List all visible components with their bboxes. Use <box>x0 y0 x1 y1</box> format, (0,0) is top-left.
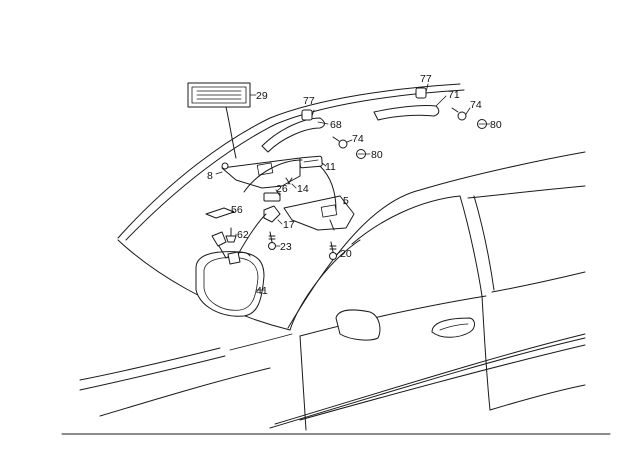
sun-visor-left <box>221 157 301 189</box>
screw-23 <box>268 231 276 250</box>
callout-41: 41 <box>256 285 268 297</box>
grab-handle-right <box>373 105 440 121</box>
rear-view-mirror <box>195 213 267 317</box>
callout-80-left: 80 <box>371 149 383 161</box>
callout-5: 5 <box>343 195 349 207</box>
car-body-outline <box>61 83 611 435</box>
callout-26: 26 <box>276 183 288 195</box>
pin-14 <box>285 177 293 185</box>
visor-pivot-line <box>243 159 303 193</box>
callout-11: 11 <box>325 161 336 173</box>
visor-clip-11 <box>299 155 323 169</box>
callout-68: 68 <box>330 119 342 131</box>
callout-74-right: 74 <box>470 99 482 111</box>
clip-77-right <box>415 87 427 99</box>
screw-62 <box>225 227 237 243</box>
screw-74-left <box>332 136 348 149</box>
door-handle <box>431 317 475 338</box>
visor-right-pivot-line <box>319 165 337 211</box>
cap-80-right <box>477 119 487 129</box>
callout-77-right: 77 <box>420 73 432 85</box>
clip-77-left <box>301 109 313 121</box>
callout-14: 14 <box>297 183 309 195</box>
leader-lines <box>215 83 491 291</box>
callout-62: 62 <box>237 229 249 241</box>
callout-56: 56 <box>231 204 243 216</box>
screw-74-right <box>451 107 467 121</box>
callout-17: 17 <box>283 219 295 231</box>
bracket-26 <box>263 192 281 202</box>
sun-visor-right <box>283 195 355 231</box>
callout-29: 29 <box>256 90 268 102</box>
callout-77-left: 77 <box>303 95 315 107</box>
callout-23: 23 <box>280 241 292 253</box>
callout-74-left: 74 <box>352 133 364 145</box>
callout-labels: 29 77 77 68 71 74 74 80 80 8 11 26 14 5 … <box>207 73 502 297</box>
screw-20 <box>329 241 337 260</box>
grab-handle-left <box>261 117 325 153</box>
callout-71: 71 <box>448 89 460 101</box>
callout-20: 20 <box>340 248 352 260</box>
cap-80-left <box>356 149 366 159</box>
warning-label-part <box>187 82 251 159</box>
pad-56 <box>205 207 235 219</box>
callout-8: 8 <box>207 170 213 182</box>
door-mirror <box>335 309 381 341</box>
callout-80-right: 80 <box>490 119 502 131</box>
